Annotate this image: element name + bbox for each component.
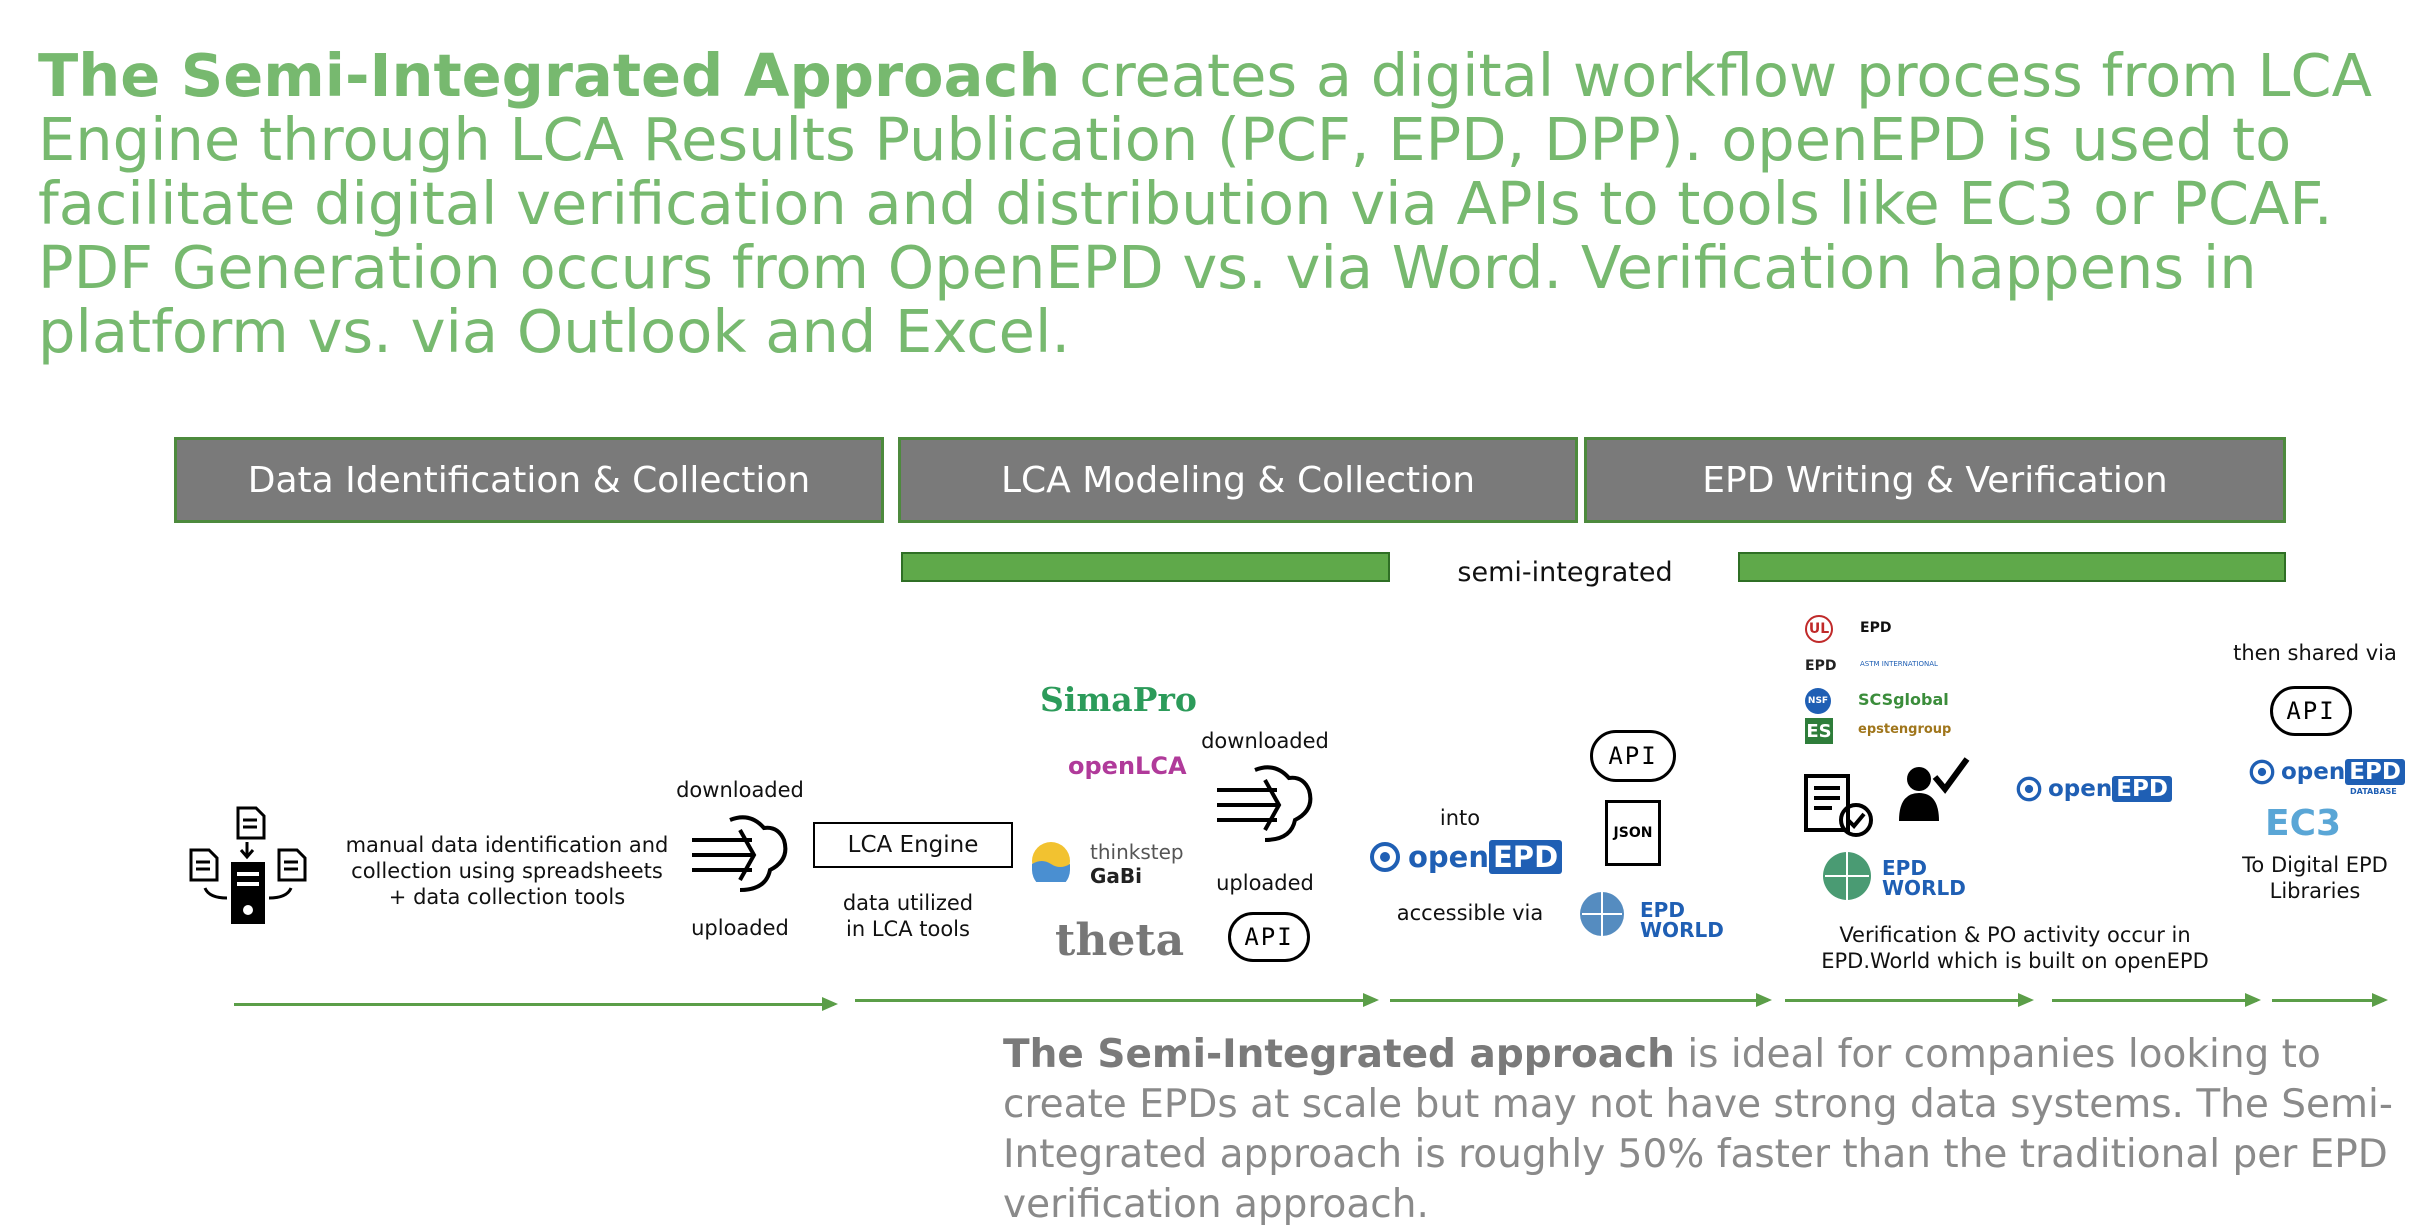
downloaded-label-1: downloaded xyxy=(676,778,804,802)
openepd-database-text: DATABASE xyxy=(2350,787,2397,796)
semi-integrated-label: semi-integrated xyxy=(1457,557,1673,588)
openlca-logo: openLCA xyxy=(1068,752,1187,780)
ec3-logo: EC3 xyxy=(2265,803,2342,844)
verified-document-icon xyxy=(1804,774,1873,837)
stage-lca-modeling: LCA Modeling & Collection xyxy=(898,437,1578,523)
flow-arrow-5 xyxy=(2052,993,2261,1007)
flow-arrow-3 xyxy=(1390,993,1772,1007)
openepd-open-text-1: open xyxy=(1408,840,1489,874)
epd-world-top-text-1: EPD xyxy=(1640,898,1685,922)
downloaded-label-2: downloaded xyxy=(1201,729,1329,753)
openepd-globe-icon-3 xyxy=(2249,759,2275,785)
uploaded-label-1: uploaded xyxy=(691,916,789,940)
thinkstep-icon xyxy=(1032,842,1070,882)
json-file-icon: JSON xyxy=(1605,800,1661,866)
flow-arrow-1 xyxy=(234,997,838,1011)
data-utilized-label: data utilized in LCA tools xyxy=(842,891,974,941)
openepd-open-text-2: open xyxy=(2048,776,2113,802)
computer-documents-icon xyxy=(189,806,307,924)
epd-world-globe-icon-2 xyxy=(1823,852,1871,900)
simapro-logo: SimaPro xyxy=(1040,680,1197,719)
scs-logo: SCSglobal xyxy=(1858,690,1949,709)
openepd-epd-text-3: EPD xyxy=(2345,759,2405,785)
gabi-label: GaBi xyxy=(1090,864,1143,888)
manual-collection-label: manual data identification and collectio… xyxy=(345,833,669,909)
uploaded-label-2: uploaded xyxy=(1216,871,1314,895)
epd-logo-a: EPD xyxy=(1860,620,1892,636)
cloud-transfer-icon-2 xyxy=(1217,765,1313,842)
bottom-bold: The Semi-Integrated approach xyxy=(1003,1032,1675,1077)
semi-bar-left xyxy=(901,552,1390,582)
epsten-logo: epstengroup xyxy=(1858,722,1952,737)
es-logo: ES xyxy=(1805,718,1833,744)
nsf-logo: NSF xyxy=(1805,688,1831,714)
api-cloud-icon-2: API xyxy=(1590,730,1676,782)
flow-arrow-6 xyxy=(2272,993,2388,1007)
headline: The Semi-Integrated Approach creates a d… xyxy=(38,44,2398,364)
thinkstep-label: thinkstep xyxy=(1090,840,1184,864)
into-label: into xyxy=(1439,806,1481,830)
bottom-summary: The Semi-Integrated approach is ideal fo… xyxy=(1003,1030,2423,1230)
then-shared-label: then shared via xyxy=(2233,641,2397,665)
accessible-via-label: accessible via xyxy=(1396,901,1544,925)
cloud-transfer-icon-1 xyxy=(692,815,788,892)
epd-world-bottom-text-2: WORLD xyxy=(1882,876,1966,900)
api-cloud-icon-3: API xyxy=(2270,686,2352,736)
epd-world-globe-icon xyxy=(1580,892,1624,936)
theta-logo: theta xyxy=(1055,915,1185,966)
api-cloud-icon-1: API xyxy=(1228,912,1310,962)
semi-bar-right xyxy=(1738,552,2286,582)
verification-note: Verification & PO activity occur in EPD.… xyxy=(1821,923,2209,973)
astm-logo: ASTM INTERNATIONAL xyxy=(1860,660,1938,668)
person-check-icon xyxy=(1899,757,1970,821)
lca-engine-box: LCA Engine xyxy=(813,822,1013,868)
bottom-rest: is ideal for companies looking to create… xyxy=(1003,1032,2393,1227)
flow-arrow-2 xyxy=(855,993,1379,1007)
headline-bold: The Semi-Integrated Approach xyxy=(38,41,1061,110)
openepd-globe-icon-1 xyxy=(1370,842,1400,872)
openepd-globe-icon-2 xyxy=(2016,776,2042,802)
stage-data-identification: Data Identification & Collection xyxy=(174,437,884,523)
headline-rest: creates a digital workflow process from … xyxy=(38,41,2372,366)
epd-world-bottom-text-1: WORLD xyxy=(1640,918,1724,942)
openepd-epd-text-2: EPD xyxy=(2112,776,2172,802)
epd-logo-b: EPD xyxy=(1805,658,1837,674)
openepd-open-text-3: open xyxy=(2281,759,2346,785)
ul-logo: UL xyxy=(1805,615,1833,643)
openepd-epd-text-1: EPD xyxy=(1489,840,1563,874)
epd-world-top-text-2: EPD xyxy=(1882,856,1927,880)
to-libraries-label: To Digital EPD Libraries xyxy=(2242,853,2388,903)
flow-arrow-4 xyxy=(1785,993,2034,1007)
stage-epd-writing: EPD Writing & Verification xyxy=(1584,437,2286,523)
